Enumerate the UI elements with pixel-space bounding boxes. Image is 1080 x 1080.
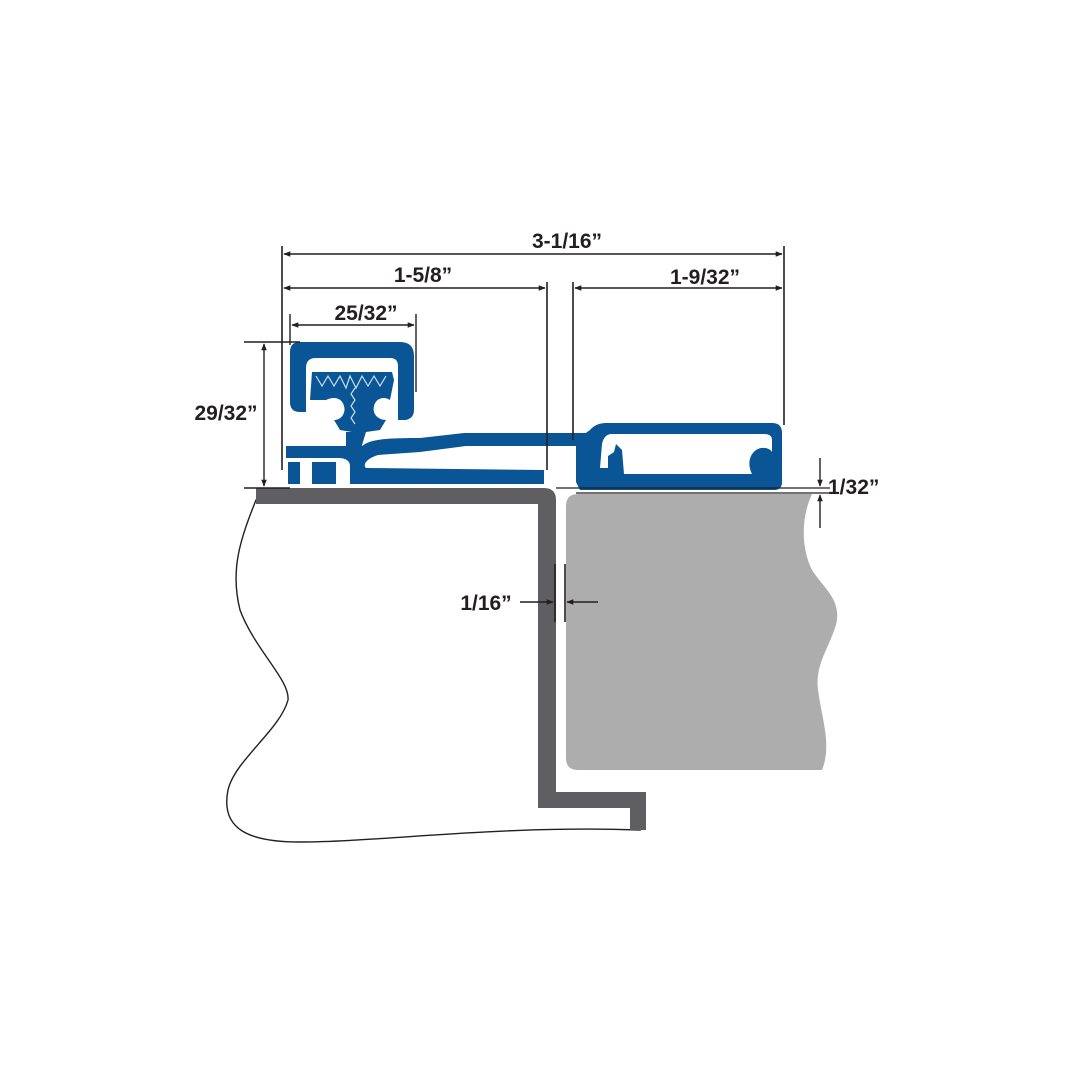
dimension-knuckle-width: 25/32” bbox=[289, 302, 417, 392]
dimension-door-gap: 1/16” bbox=[460, 564, 598, 622]
dimension-frame-leaf-width: 1-5/8” bbox=[283, 264, 548, 470]
frame-leaf bbox=[286, 342, 546, 484]
frame-top-flange bbox=[256, 488, 646, 830]
frame-leaf-body bbox=[286, 432, 546, 484]
label-door-gap: 1/16” bbox=[460, 592, 511, 615]
door-leaf-body bbox=[576, 423, 782, 490]
label-leaf-clearance: 1/32” bbox=[828, 476, 879, 499]
reference-lines bbox=[244, 487, 830, 494]
door-leaf bbox=[546, 423, 782, 490]
door-body bbox=[566, 494, 838, 770]
label-knuckle-width: 25/32” bbox=[334, 302, 397, 325]
door bbox=[566, 494, 838, 770]
dimension-overall-width: 3-1/16” bbox=[281, 230, 785, 470]
gear-teeth bbox=[315, 374, 387, 425]
knuckle-cap bbox=[290, 342, 414, 420]
label-door-leaf-width: 1-9/32” bbox=[670, 266, 740, 289]
dimension-door-leaf-width: 1-9/32” bbox=[572, 266, 783, 440]
label-frame-leaf-width: 1-5/8” bbox=[394, 264, 452, 287]
label-height: 29/32” bbox=[194, 402, 257, 425]
dimension-leaf-clearance: 1/32” bbox=[817, 458, 879, 528]
label-overall-width: 3-1/16” bbox=[532, 230, 602, 253]
dimension-height: 29/32” bbox=[194, 341, 300, 487]
wall-break-outline bbox=[226, 499, 641, 843]
door-frame bbox=[226, 488, 646, 843]
